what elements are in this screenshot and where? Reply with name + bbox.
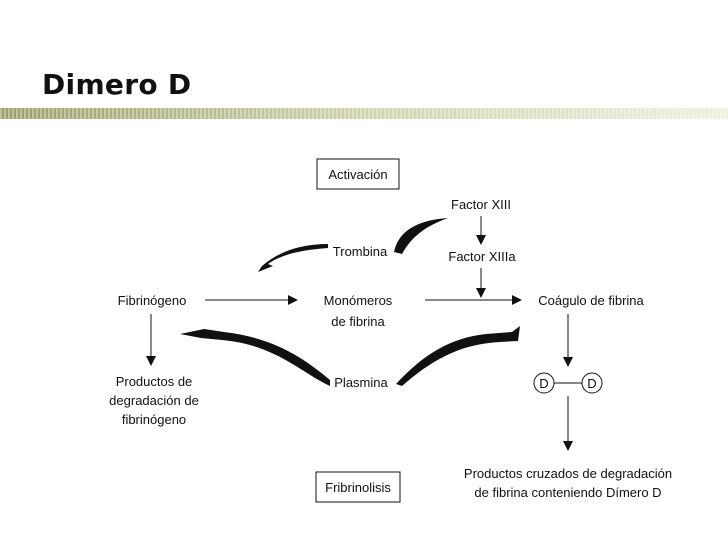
fdp-label-line3: fibrinógeno <box>122 412 186 427</box>
factor-xiii-curve <box>394 218 448 254</box>
title-underline-bar <box>0 108 728 119</box>
plasmin-label: Plasmina <box>334 375 388 390</box>
monomers-label-line2: de fibrina <box>331 314 385 329</box>
slide-title: Dimero D <box>42 68 192 101</box>
fibrin-clot-label: Coágulo de fibrina <box>538 293 644 308</box>
d-domain-left-label: D <box>539 376 548 391</box>
thrombin-label: Trombina <box>333 244 388 259</box>
xlinked-products-line1: Productos cruzados de degradación <box>464 466 672 481</box>
d-domain-right-label: D <box>587 376 596 391</box>
xlinked-products-line2: de fibrina conteniendo Dímero D <box>474 485 661 500</box>
fdp-label-line1: Productos de <box>116 374 193 389</box>
fibrinolysis-label: Fribrinolisis <box>325 480 391 495</box>
monomers-label-line1: Monómeros <box>324 293 393 308</box>
activation-box <box>316 158 400 190</box>
fibrinogen-label: Fibrinógeno <box>118 293 187 308</box>
thrombin-curved-arrow <box>258 244 328 272</box>
activation-label: Activación <box>328 167 387 182</box>
fdp-label-line2: degradación de <box>109 393 199 408</box>
fibrinolysis-box <box>315 471 401 503</box>
plasmin-to-clot-curve <box>396 326 520 386</box>
factor-xiiia-label: Factor XIIIa <box>448 249 516 264</box>
plasmin-to-fibrinogen-curve <box>180 329 330 386</box>
factor-xiii-label: Factor XIII <box>451 197 511 212</box>
d-domain-right <box>581 372 603 394</box>
